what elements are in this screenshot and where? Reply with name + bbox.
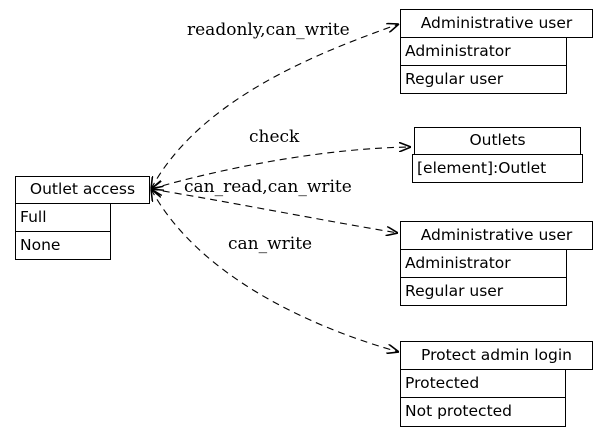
node-protect-admin-login-row-protected: Protected [400, 369, 566, 398]
edge-can-write [151, 189, 399, 352]
edge-label-can-read-can-write: can_read,can_write [184, 177, 352, 197]
node-admin-user-mid-row-regular-user: Regular user [400, 277, 567, 306]
node-admin-user-top-row-administrator: Administrator [400, 37, 567, 66]
edge-label-readonly-can-write: readonly,can_write [187, 20, 350, 40]
node-outlet-access-row-none: None [15, 231, 111, 260]
edge-readonly-can-write [151, 24, 399, 189]
node-outlet-access-row-full: Full [15, 203, 111, 232]
node-admin-user-mid-row-administrator: Administrator [400, 249, 567, 278]
edge-label-can-write: can_write [228, 234, 313, 254]
node-admin-user-top-title: Administrative user [400, 9, 593, 38]
node-admin-user-top-row-regular-user: Regular user [400, 65, 567, 94]
node-outlet-access-title: Outlet access [15, 176, 150, 204]
node-outlets-row-element: [element]:Outlet [412, 154, 583, 183]
node-protect-admin-login-row-not-protected: Not protected [400, 397, 566, 427]
edge-label-check: check [249, 127, 300, 147]
node-protect-admin-login-title: Protect admin login [400, 341, 593, 370]
edge-check [151, 147, 411, 189]
node-admin-user-mid-title: Administrative user [400, 221, 593, 250]
node-outlets-title: Outlets [414, 127, 581, 155]
